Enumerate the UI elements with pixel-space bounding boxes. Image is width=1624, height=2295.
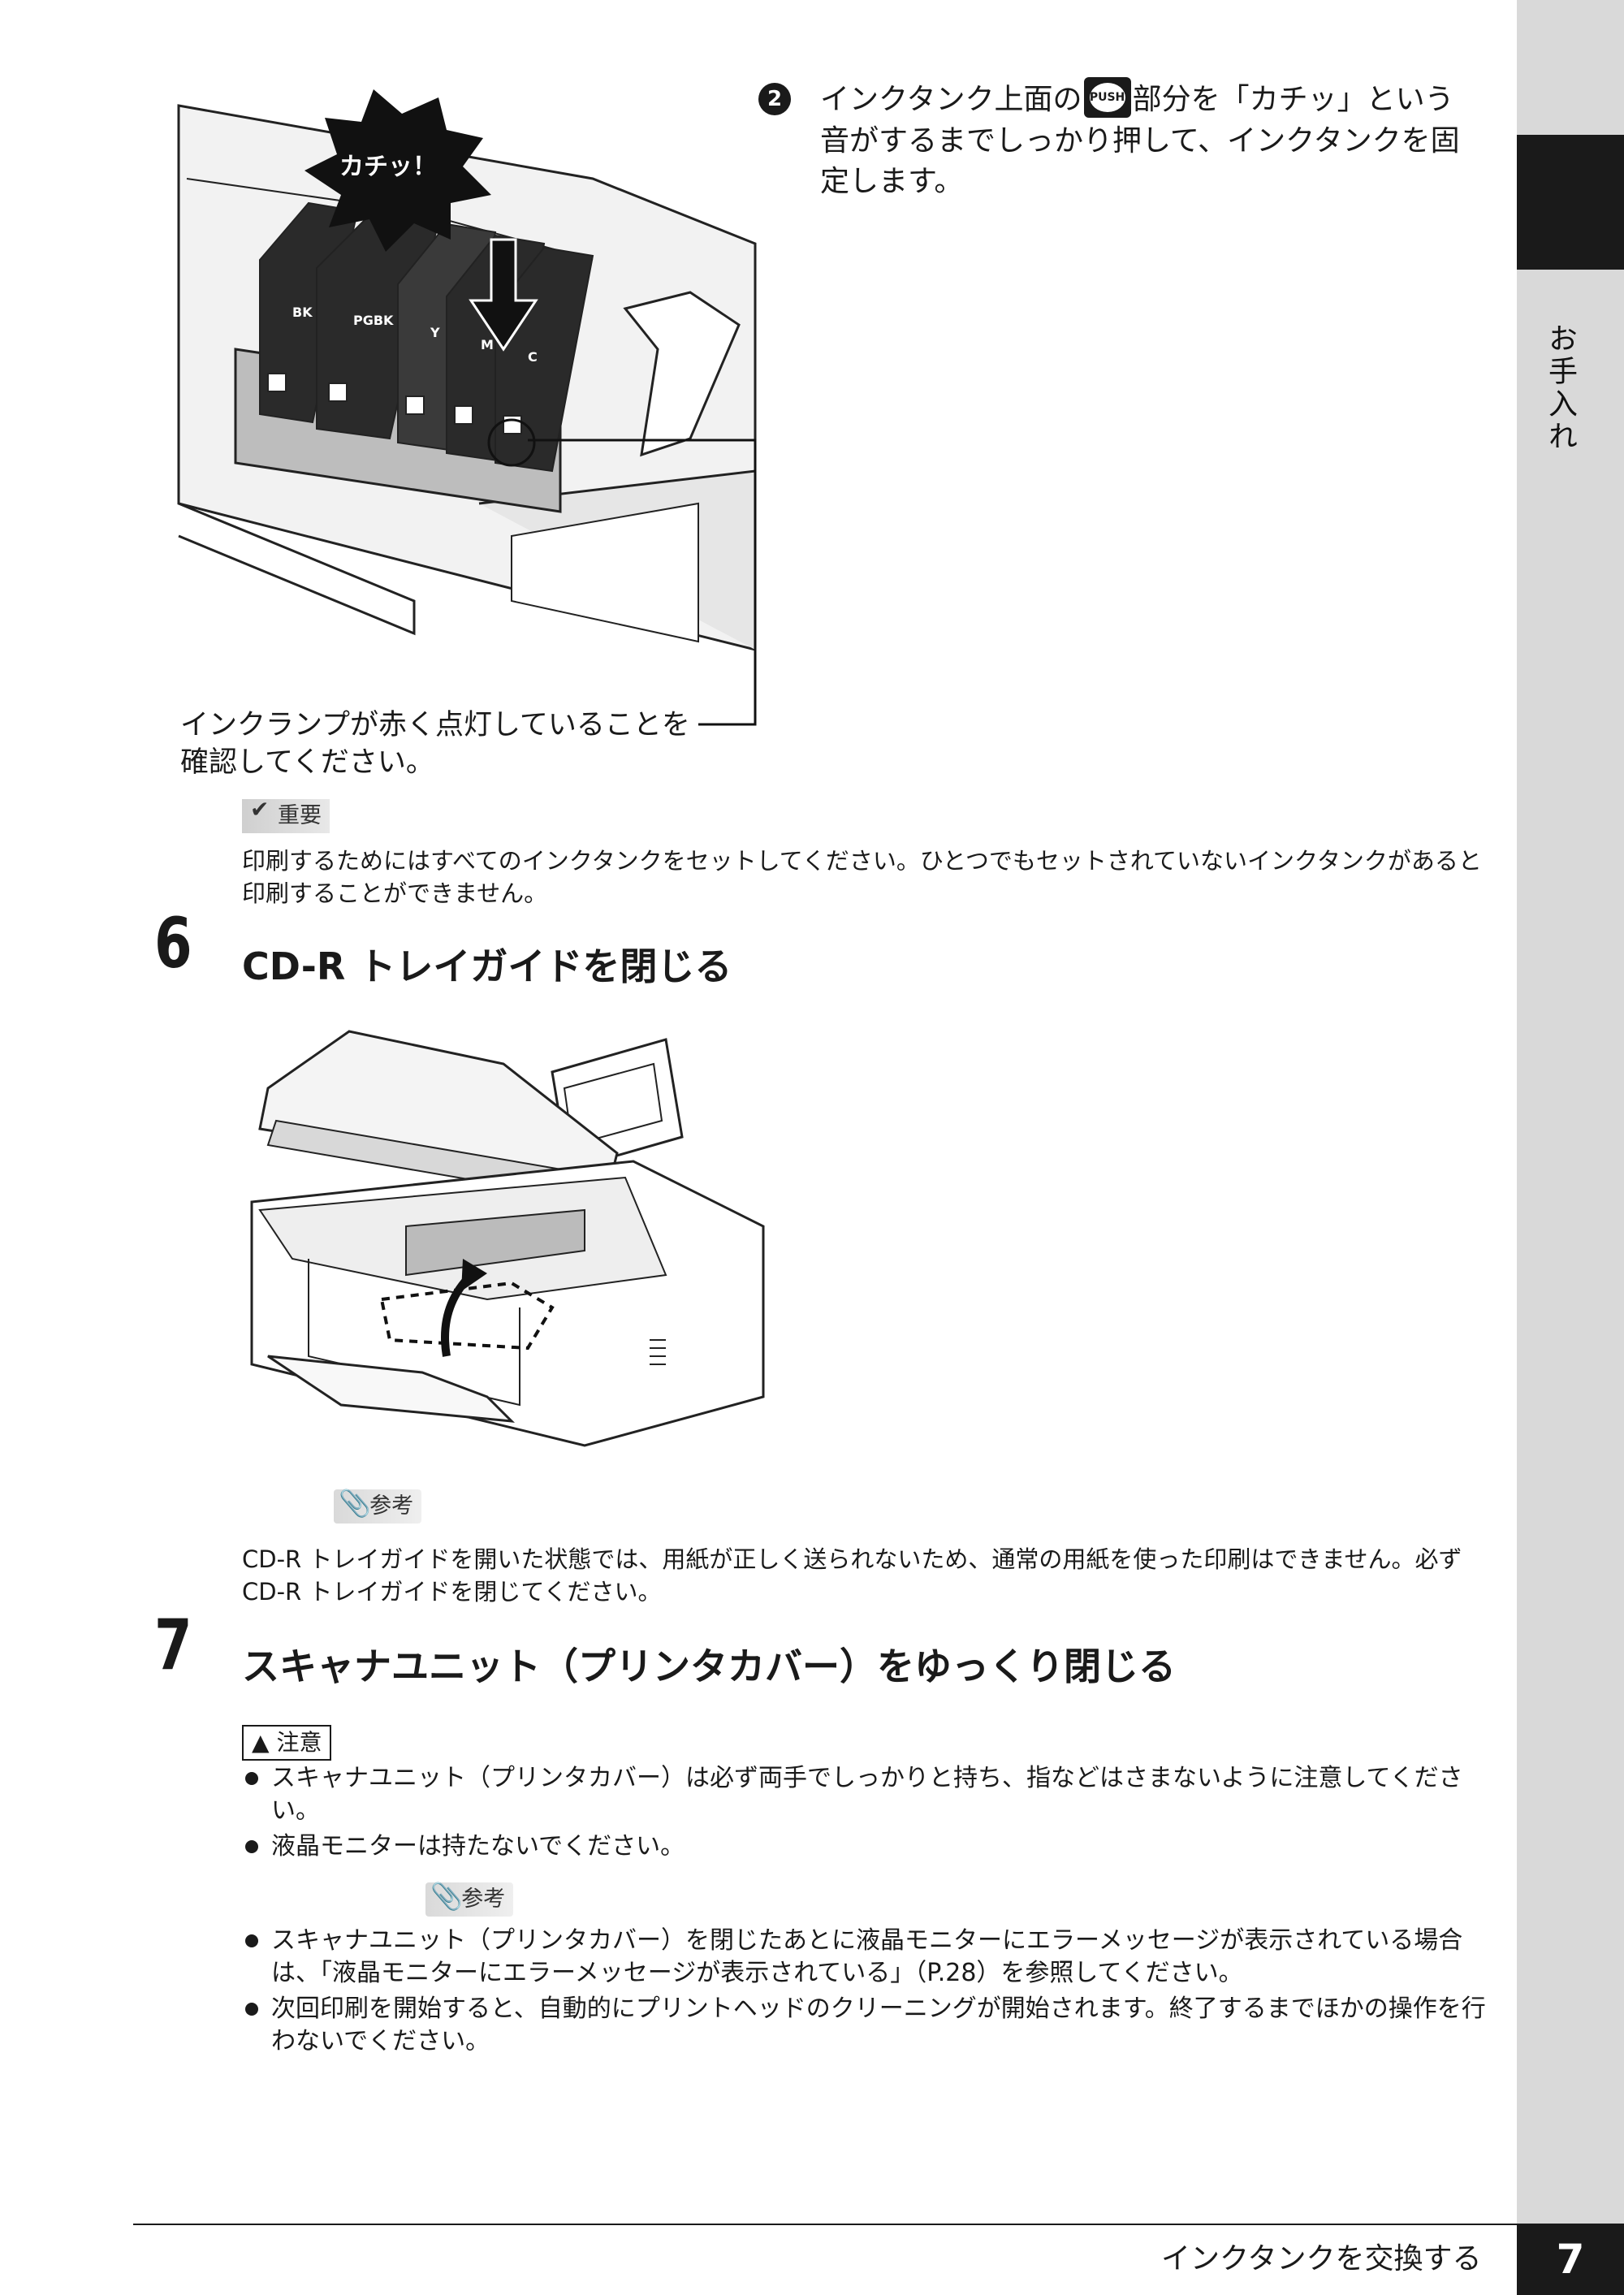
- reference-item: スキャナユニット（プリンタカバー）を閉じたあとに液晶モニターにエラーメッセージが…: [242, 1925, 1492, 1990]
- burst-text: カチッ！: [339, 153, 437, 181]
- footer-rule: [133, 2224, 1517, 2225]
- step6-title: CD-R トレイガイドを閉じる: [242, 944, 732, 988]
- warning-icon: ▲: [252, 1729, 270, 1756]
- step2-text-before: インクタンク上面の: [820, 83, 1082, 116]
- caution-list: スキャナユニット（プリンタカバー）は必ず両手でしっかりと持ち、指などはさまないよ…: [242, 1762, 1492, 1866]
- caution-item: スキャナユニット（プリンタカバー）は必ず両手でしっかりと持ち、指などはさまないよ…: [242, 1762, 1492, 1827]
- side-tab-strip: [1517, 0, 1624, 2295]
- push-icon: PUSH: [1083, 77, 1131, 118]
- reference-badge-step7: 📎 参考: [425, 1881, 514, 1917]
- step7-reference-list: スキャナユニット（プリンタカバー）を閉じたあとに液晶モニターにエラーメッセージが…: [242, 1925, 1492, 2061]
- side-tab-marker: [1517, 135, 1624, 270]
- step6-number: 6: [154, 903, 192, 984]
- reference-badge-label: 参考: [369, 1493, 414, 1519]
- reference-item: 次回印刷を開始すると、自動的にプリントヘッドのクリーニングが開始されます。終了す…: [242, 1993, 1492, 2058]
- caution-label: 注意: [276, 1729, 322, 1756]
- ink-tank-illustration: BK PGBK Y M C カチッ！: [177, 89, 757, 651]
- step2-text-after: 部分を「カチッ」という音がするまでしっかり押して、インクタンクを固定します。: [820, 83, 1460, 198]
- reference-badge-step6: 📎 参考: [334, 1488, 422, 1524]
- caution-badge: ▲ 注意: [242, 1725, 332, 1761]
- step7-number: 7: [154, 1605, 192, 1686]
- footer-section-title: インクタンクを交換する: [1161, 2242, 1482, 2276]
- lamp-callout-text: インクランプが赤く点灯していることを確認してください。: [180, 709, 690, 779]
- cartridge-label-y: Y: [430, 325, 440, 340]
- paperclip-icon: 📎: [430, 1881, 464, 1912]
- cartridge-label-bk: BK: [292, 305, 313, 320]
- important-text: 印刷するためにはすべてのインクタンクをセットしてください。ひとつでもセットされて…: [242, 847, 1482, 907]
- callout-leader-line: [528, 439, 757, 726]
- step6-reference-text: CD-R トレイガイドを開いた状態では、用紙が正しく送られないため、通常の用紙を…: [242, 1545, 1462, 1606]
- cartridge-label-pgbk: PGBK: [353, 313, 394, 328]
- caution-item: 液晶モニターは持たないでください。: [242, 1830, 1492, 1863]
- important-icon: ✔: [250, 796, 270, 823]
- paperclip-icon: 📎: [339, 1488, 371, 1519]
- step7-title: スキャナユニット（プリンタカバー）をゆっくり閉じる: [242, 1645, 1176, 1688]
- important-badge-label: 重要: [278, 803, 322, 828]
- important-badge: ✔ 重要: [242, 796, 330, 833]
- page-number: 7: [1517, 2224, 1624, 2295]
- reference-badge-label: 参考: [461, 1887, 506, 1912]
- printer-cdr-guide-illustration: [250, 1030, 765, 1447]
- cartridge-label-m: M: [481, 337, 494, 352]
- step2-number: 2: [758, 83, 791, 115]
- cartridge-label-c: C: [528, 349, 538, 365]
- push-icon-label: PUSH: [1089, 83, 1125, 112]
- side-tab-label: お手入れ: [1544, 323, 1577, 453]
